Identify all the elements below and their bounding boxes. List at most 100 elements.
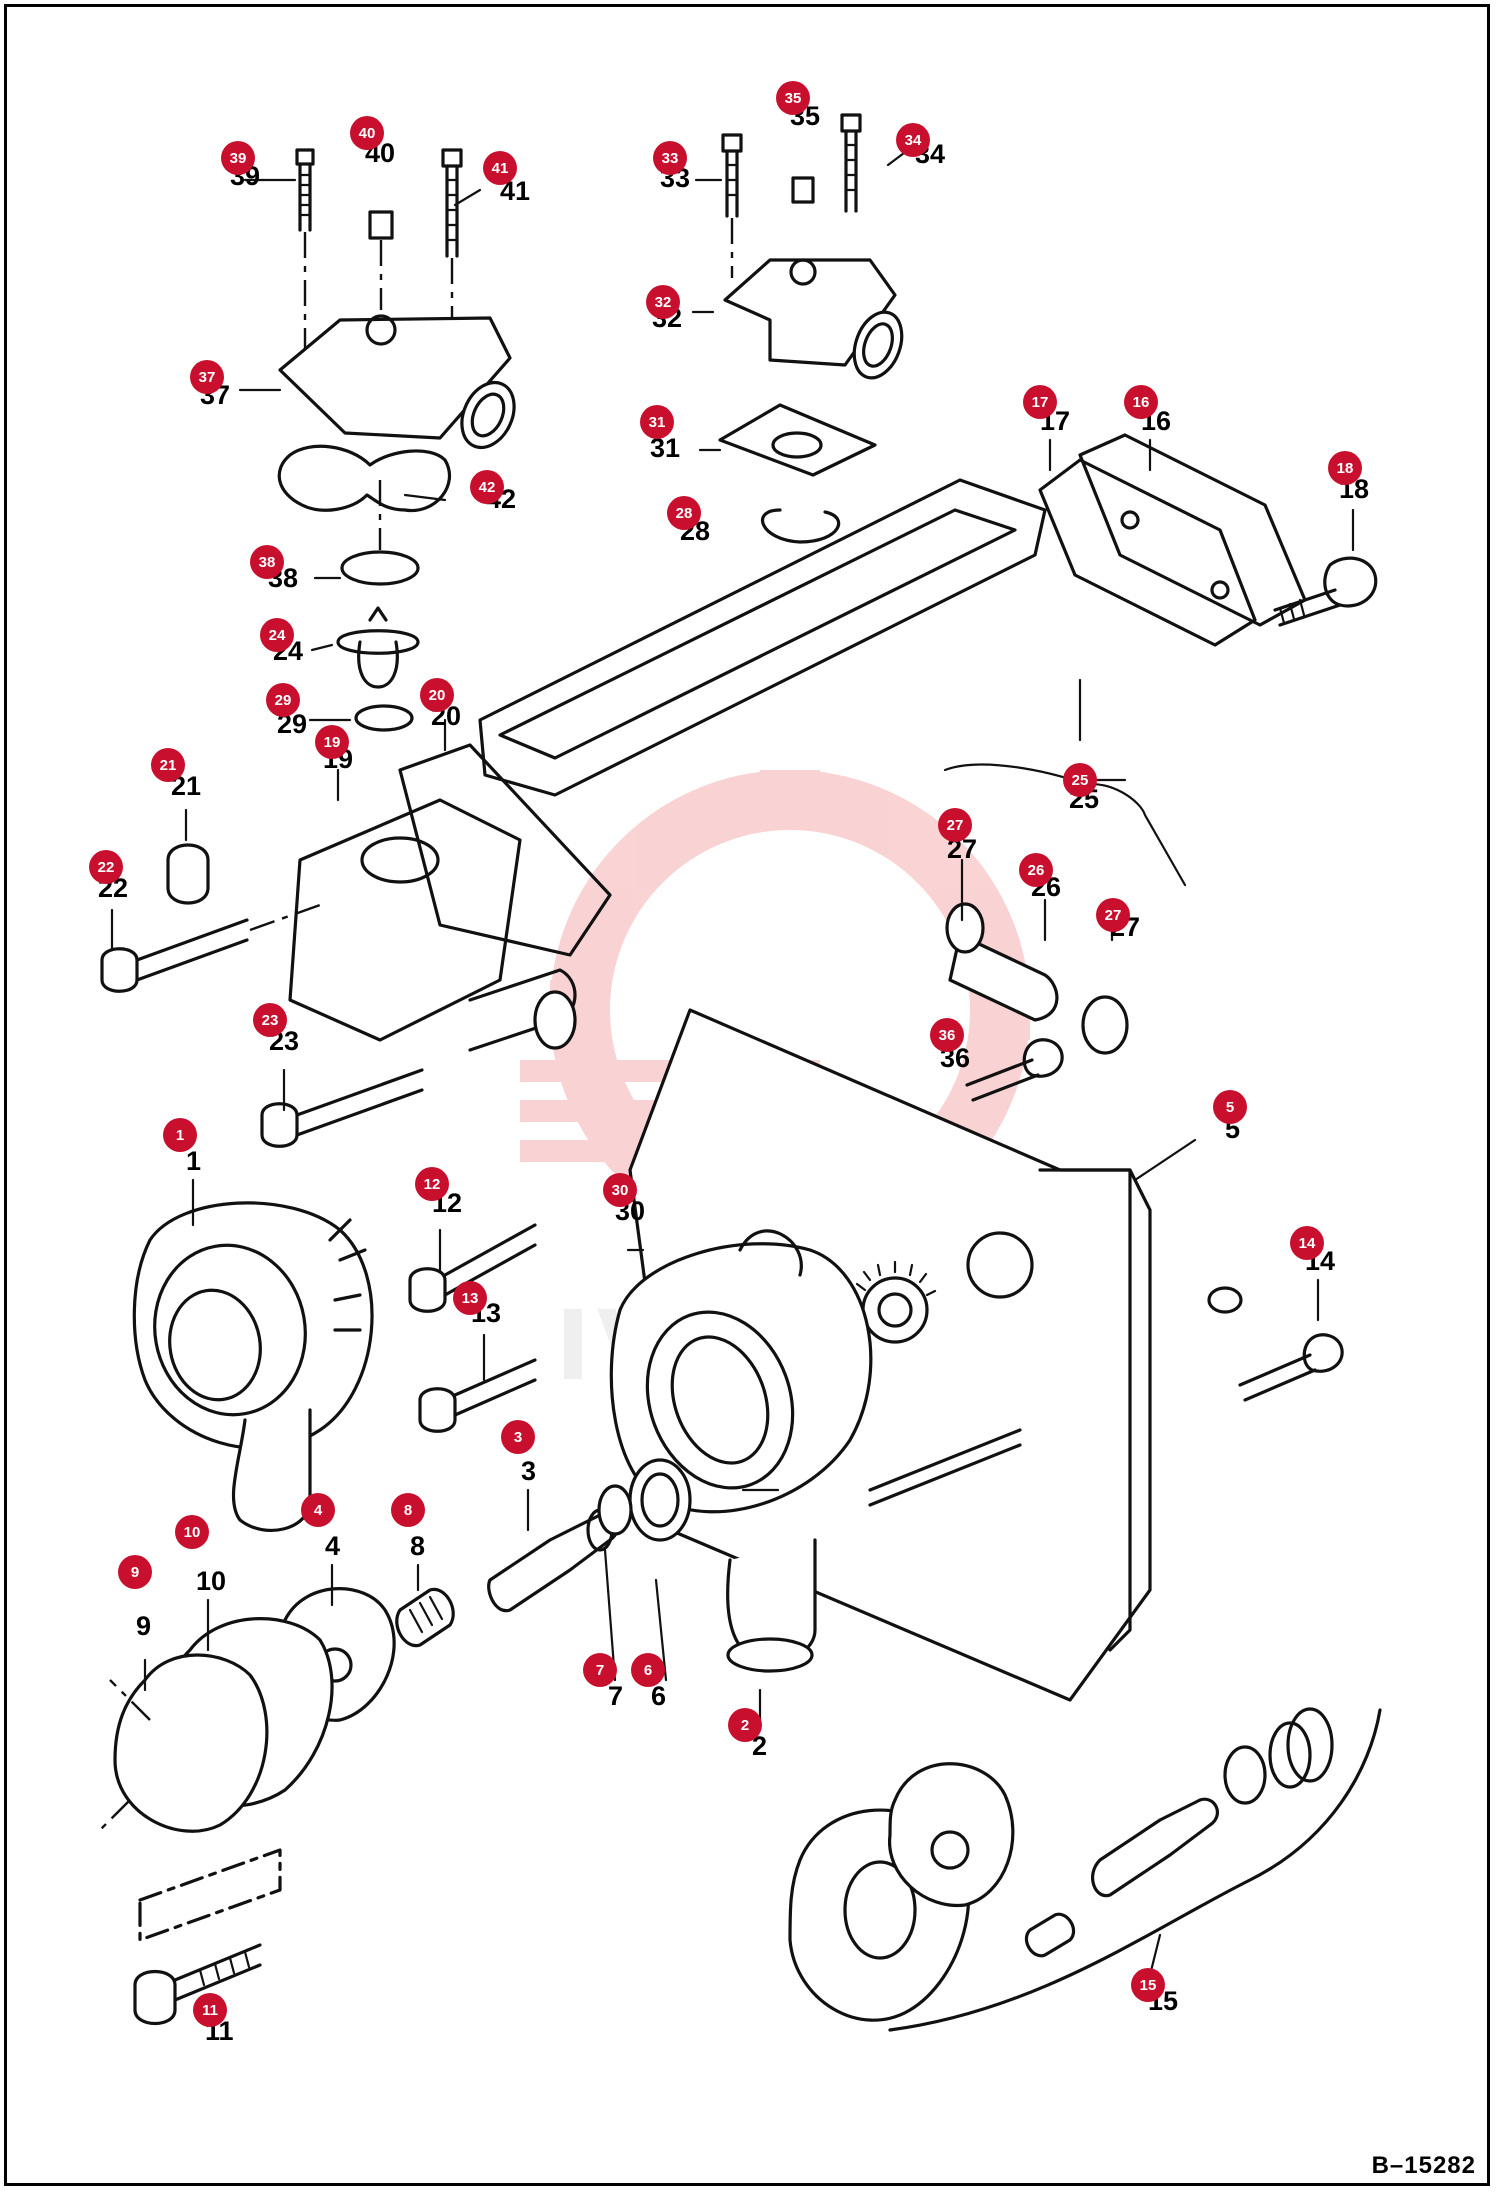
callout-marker-27a[interactable]: 27 — [938, 808, 972, 842]
callout-marker-18[interactable]: 18 — [1328, 451, 1362, 485]
svg-text:22: 22 — [98, 859, 115, 876]
callout-marker-36[interactable]: 36 — [930, 1018, 964, 1052]
svg-text:25: 25 — [1072, 772, 1089, 789]
svg-text:40: 40 — [359, 125, 376, 142]
svg-text:7: 7 — [596, 1662, 604, 1679]
svg-text:34: 34 — [905, 132, 922, 149]
callout-marker-31[interactable]: 31 — [640, 405, 674, 439]
callout-marker-16[interactable]: 16 — [1124, 385, 1158, 419]
thermostat-cover-right — [718, 113, 904, 544]
svg-text:24: 24 — [269, 627, 286, 644]
callout-marker-8[interactable]: 8 — [391, 1493, 425, 1527]
pump-shaft-parts — [99, 1458, 692, 2025]
svg-text:41: 41 — [492, 160, 509, 177]
callout-marker-29[interactable]: 29 — [266, 683, 300, 717]
svg-text:8: 8 — [404, 1502, 412, 1519]
printed-num-2: 2 — [752, 1731, 767, 1761]
pump-assembly-left — [132, 1201, 374, 1532]
callout-marker-26[interactable]: 26 — [1019, 853, 1053, 887]
printed-num-1: 1 — [186, 1146, 201, 1176]
svg-text:17: 17 — [1032, 394, 1049, 411]
callout-marker-25[interactable]: 25 — [1063, 763, 1097, 797]
svg-text:6: 6 — [644, 1662, 652, 1679]
callout-markers[interactable]: 1 2 3 4 5 6 7 8 9 10 11 12 13 14 15 16 1… — [89, 81, 1362, 2027]
callout-marker-35[interactable]: 35 — [776, 81, 810, 115]
callout-marker-1[interactable]: 1 — [163, 1118, 197, 1152]
callout-marker-5[interactable]: 5 — [1213, 1090, 1247, 1124]
callout-marker-21[interactable]: 21 — [151, 748, 185, 782]
svg-text:15: 15 — [1140, 1977, 1157, 1994]
callout-marker-3[interactable]: 3 — [501, 1420, 535, 1454]
callout-marker-23[interactable]: 23 — [253, 1003, 287, 1037]
repair-kit — [788, 1707, 1382, 2032]
callout-marker-28[interactable]: 28 — [667, 496, 701, 530]
callout-marker-33[interactable]: 33 — [653, 141, 687, 175]
figure-reference-number: B–15282 — [1371, 2152, 1476, 2179]
svg-text:28: 28 — [676, 505, 693, 522]
thermostat-cover-left — [277, 148, 516, 732]
printed-num-4: 4 — [325, 1531, 340, 1561]
callout-marker-9[interactable]: 9 — [118, 1555, 152, 1589]
svg-text:32: 32 — [655, 294, 672, 311]
svg-text:16: 16 — [1133, 394, 1150, 411]
callout-marker-34[interactable]: 34 — [896, 123, 930, 157]
svg-text:1: 1 — [176, 1127, 184, 1144]
callout-marker-11[interactable]: 11 — [193, 1993, 227, 2027]
svg-text:36: 36 — [939, 1027, 956, 1044]
callout-marker-27b[interactable]: 27 — [1096, 898, 1130, 932]
svg-text:26: 26 — [1028, 862, 1045, 879]
leader-lines — [110, 148, 1355, 1977]
svg-text:30: 30 — [612, 1182, 629, 1199]
callout-marker-17[interactable]: 17 — [1023, 385, 1057, 419]
callout-marker-39[interactable]: 39 — [221, 141, 255, 175]
callout-marker-32[interactable]: 32 — [646, 285, 680, 319]
svg-text:11: 11 — [202, 2002, 218, 2019]
printed-num-7: 7 — [608, 1681, 623, 1711]
svg-text:42: 42 — [479, 479, 496, 496]
callout-marker-10[interactable]: 10 — [175, 1515, 209, 1549]
gear-case — [628, 1008, 1344, 1702]
callout-marker-41[interactable]: 41 — [483, 151, 517, 185]
water-manifold — [100, 743, 612, 1148]
svg-text:27: 27 — [947, 817, 964, 834]
svg-text:21: 21 — [160, 757, 177, 774]
callout-marker-6[interactable]: 6 — [631, 1653, 665, 1687]
svg-text:4: 4 — [314, 1502, 323, 1519]
callout-marker-7[interactable]: 7 — [583, 1653, 617, 1687]
svg-text:2: 2 — [741, 1717, 749, 1734]
svg-text:35: 35 — [785, 90, 802, 107]
callout-marker-30[interactable]: 30 — [603, 1173, 637, 1207]
callout-marker-20[interactable]: 20 — [420, 678, 454, 712]
printed-num-3: 3 — [521, 1456, 536, 1486]
printed-num-8: 8 — [410, 1531, 425, 1561]
svg-text:23: 23 — [262, 1012, 279, 1029]
callout-marker-2[interactable]: 2 — [728, 1708, 762, 1742]
printed-num-6: 6 — [651, 1681, 666, 1711]
callout-marker-37[interactable]: 37 — [190, 360, 224, 394]
svg-text:3: 3 — [514, 1429, 522, 1446]
svg-text:20: 20 — [429, 687, 446, 704]
callout-marker-38[interactable]: 38 — [250, 545, 284, 579]
svg-text:27: 27 — [1105, 907, 1122, 924]
callout-marker-22[interactable]: 22 — [89, 850, 123, 884]
svg-text:5: 5 — [1226, 1099, 1234, 1116]
callout-marker-42[interactable]: 42 — [470, 470, 504, 504]
callout-marker-40[interactable]: 40 — [350, 116, 384, 150]
svg-text:33: 33 — [662, 150, 679, 167]
svg-text:14: 14 — [1299, 1235, 1316, 1252]
svg-text:31: 31 — [649, 414, 666, 431]
printed-num-10: 10 — [196, 1566, 226, 1596]
callout-marker-14[interactable]: 14 — [1290, 1226, 1324, 1260]
svg-text:12: 12 — [424, 1176, 441, 1193]
svg-text:29: 29 — [275, 692, 292, 709]
upper-cover-plate — [478, 433, 1378, 797]
callout-marker-12[interactable]: 12 — [415, 1167, 449, 1201]
callout-marker-15[interactable]: 15 — [1131, 1968, 1165, 2002]
svg-text:18: 18 — [1337, 460, 1354, 477]
callout-marker-24[interactable]: 24 — [260, 618, 294, 652]
callout-marker-19[interactable]: 19 — [315, 725, 349, 759]
callout-marker-4[interactable]: 4 — [301, 1493, 335, 1527]
callout-marker-13[interactable]: 13 — [453, 1281, 487, 1315]
svg-text:37: 37 — [199, 369, 216, 386]
